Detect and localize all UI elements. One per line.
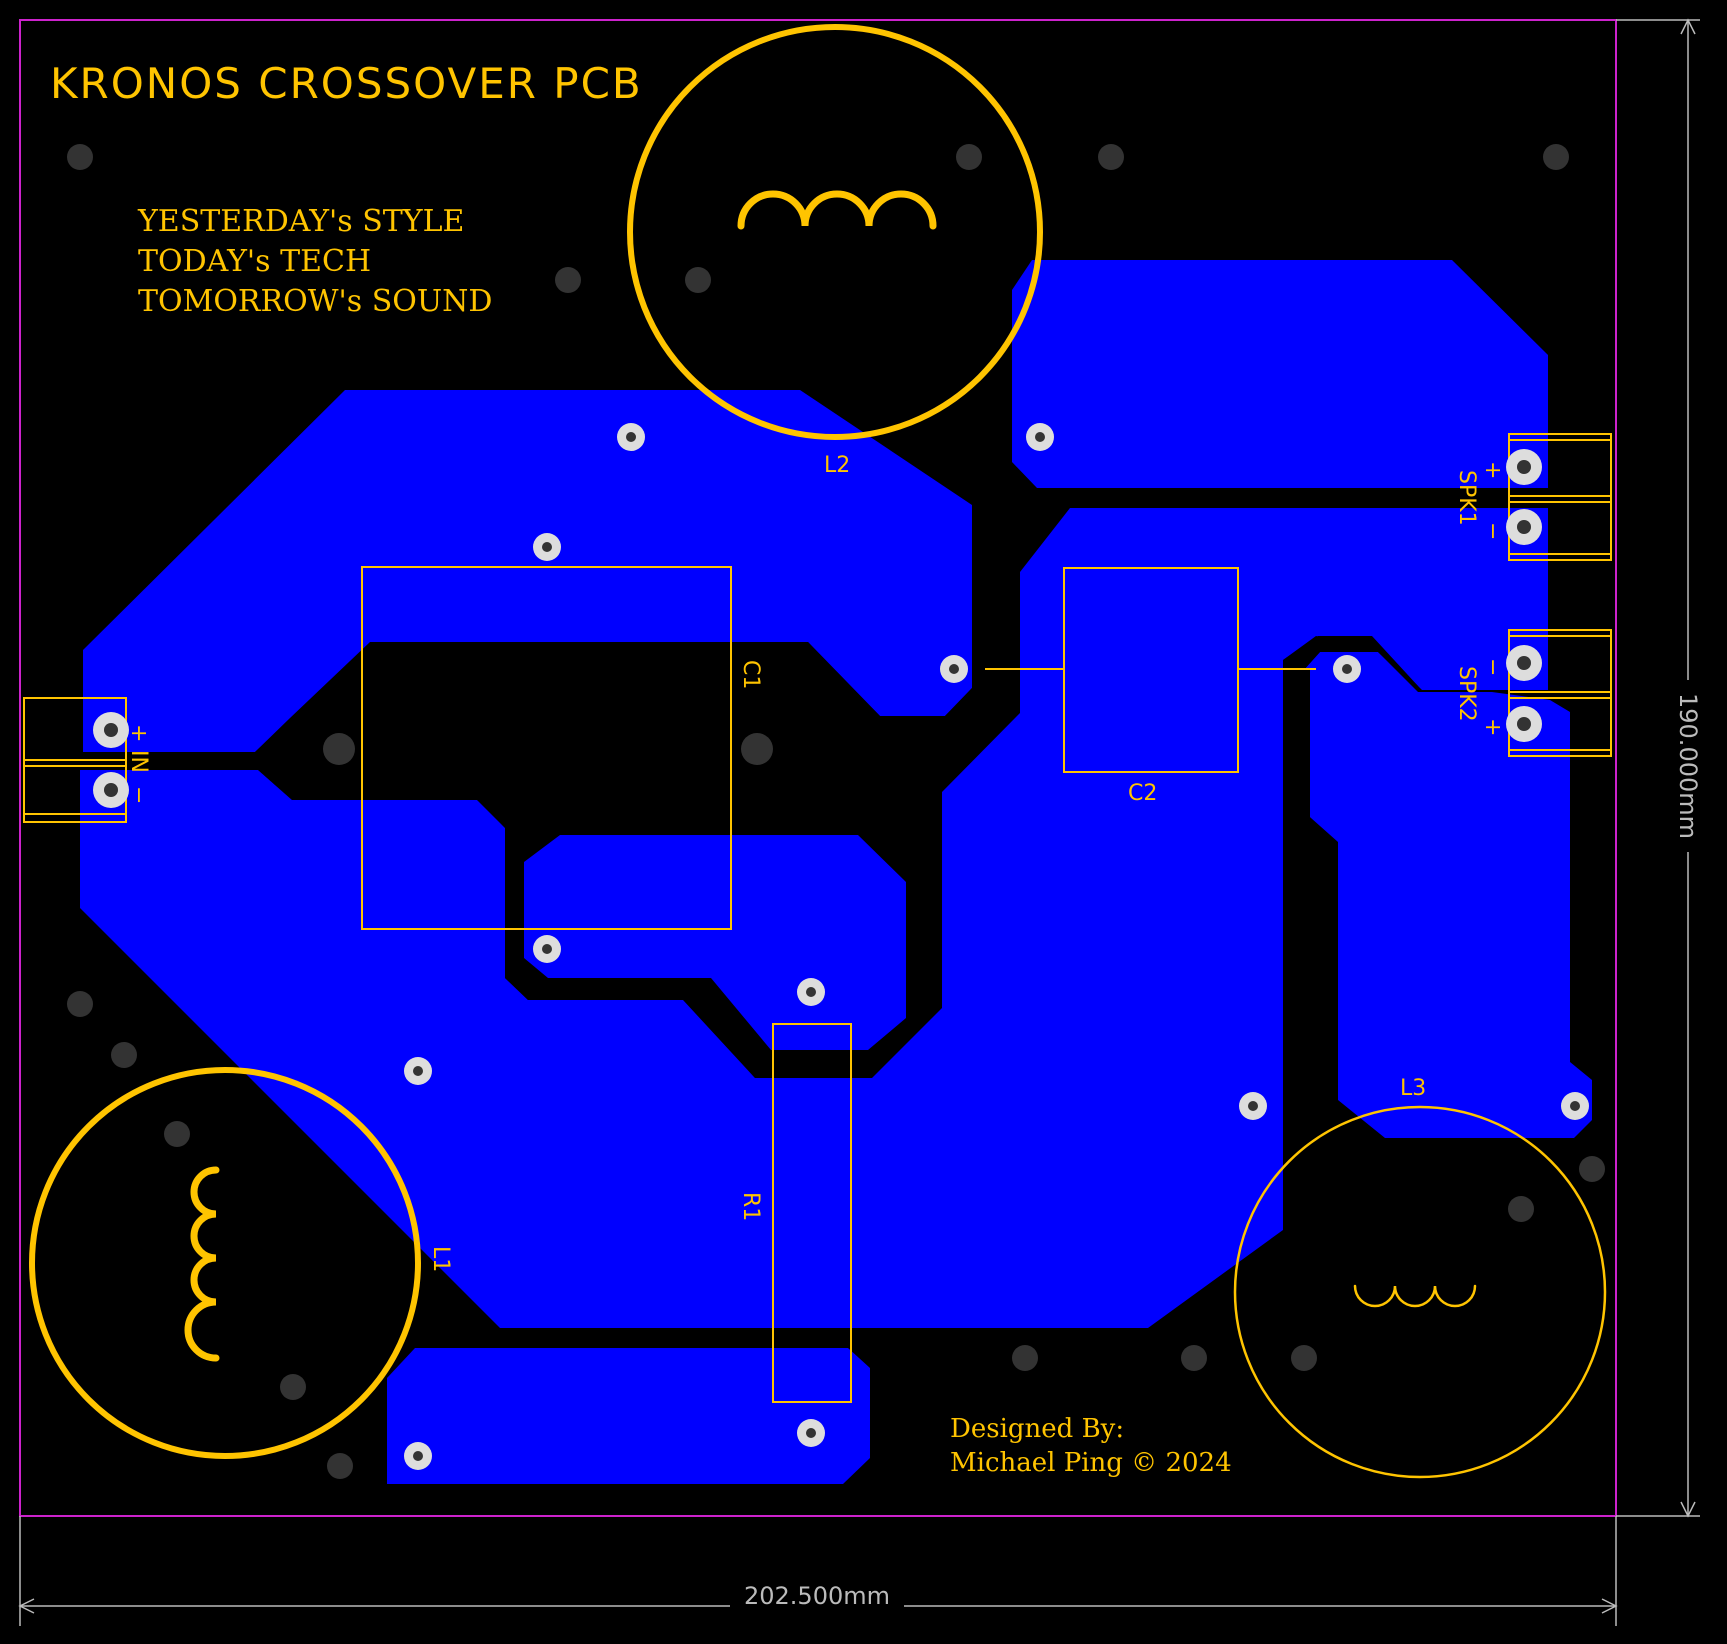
spk1-terminal	[1508, 433, 1612, 561]
hole	[555, 267, 581, 293]
hole	[741, 733, 773, 765]
spk1-plus-label: +	[1480, 461, 1505, 479]
spk2-terminal	[1508, 629, 1612, 757]
arrow-down-icon	[1680, 1501, 1696, 1518]
spk2-plus-label: +	[1480, 718, 1505, 736]
copper-pour-right	[1302, 652, 1592, 1138]
spk2-plus-pad	[1506, 706, 1542, 742]
dimension-text: 202.500mm 190.000mm	[744, 693, 1702, 1610]
inductor-symbol-icon	[184, 1166, 220, 1362]
spk2-minus-pad	[1506, 645, 1542, 681]
c2-label: C2	[1128, 781, 1157, 806]
hole	[1508, 1196, 1534, 1222]
hole	[1579, 1156, 1605, 1182]
l3-label: L3	[1400, 1076, 1426, 1101]
spk2-label: SPK2	[1454, 666, 1479, 722]
board-title: KRONOS CROSSOVER PCB	[50, 59, 643, 108]
slogan-line-1: YESTERDAY's STYLE	[137, 204, 464, 239]
hole	[67, 991, 93, 1017]
hole	[685, 267, 711, 293]
arrow-left-icon	[18, 1598, 35, 1614]
arrow-right-icon	[1601, 1598, 1618, 1614]
in-plus-pad	[93, 712, 129, 748]
silk-outlines	[361, 566, 1316, 1403]
copper-pour-top-right	[1012, 260, 1548, 488]
pad	[797, 1419, 825, 1447]
pad	[617, 423, 645, 451]
hole	[67, 144, 93, 170]
in-minus-label: −	[126, 786, 151, 804]
hole	[1543, 144, 1569, 170]
terminals	[23, 433, 1612, 823]
inductor-symbol-icon	[737, 190, 937, 230]
hole	[111, 1042, 137, 1068]
height-dimension: 190.000mm	[1674, 693, 1702, 839]
c1-label: C1	[738, 660, 763, 689]
terminal-pads	[93, 449, 1542, 808]
slogan-line-3: TOMORROW's SOUND	[138, 284, 492, 319]
pad	[1561, 1092, 1589, 1120]
pad	[1026, 423, 1054, 451]
arrow-up-icon	[1680, 18, 1696, 35]
pad	[1333, 655, 1361, 683]
copper-pour-center	[80, 508, 1548, 1328]
l2-footprint	[627, 24, 1043, 440]
in-plus-label: +	[126, 724, 151, 742]
holes	[67, 144, 1605, 1479]
inductor-symbol-icon	[1353, 1284, 1477, 1308]
copper-pour-r1-bottom	[387, 1348, 870, 1484]
hole	[280, 1374, 306, 1400]
spk1-minus-label: −	[1480, 522, 1505, 540]
hole	[164, 1121, 190, 1147]
l2-label: L2	[824, 453, 850, 478]
hole	[1291, 1345, 1317, 1371]
spk1-plus-pad	[1506, 449, 1542, 485]
pad	[533, 935, 561, 963]
in-minus-pad	[93, 772, 129, 808]
silk-text: KRONOS CROSSOVER PCB YESTERDAY's STYLE T…	[50, 59, 1505, 1478]
copper-pour-top-left	[83, 390, 972, 752]
slogan-line-2: TODAY's TECH	[138, 244, 371, 279]
l1-footprint	[29, 1067, 421, 1459]
pad	[1239, 1092, 1267, 1120]
hole	[327, 1453, 353, 1479]
hole	[1098, 144, 1124, 170]
pad	[404, 1442, 432, 1470]
hole	[323, 733, 355, 765]
c1-outline	[361, 566, 732, 930]
spk2-minus-label: −	[1480, 658, 1505, 676]
hole	[1012, 1345, 1038, 1371]
spk1-label: SPK1	[1454, 470, 1479, 526]
credits-line-1: Designed By:	[950, 1414, 1124, 1444]
pad	[940, 655, 968, 683]
l3-footprint	[1233, 1105, 1607, 1479]
in-label: IN	[126, 750, 151, 773]
pad	[533, 533, 561, 561]
hole	[956, 144, 982, 170]
pad	[404, 1057, 432, 1085]
r1-label: R1	[738, 1192, 763, 1221]
credits-line-2: Michael Ping © 2024	[950, 1448, 1232, 1478]
pad	[797, 978, 825, 1006]
board-outline	[19, 19, 1617, 1517]
in-terminal	[23, 697, 127, 823]
r1-outline	[772, 1023, 852, 1403]
spk1-minus-pad	[1506, 509, 1542, 545]
l1-label: L1	[428, 1246, 453, 1272]
pads	[404, 423, 1589, 1470]
width-dimension: 202.500mm	[744, 1582, 890, 1610]
hole	[1181, 1345, 1207, 1371]
dimension-lines	[18, 18, 1700, 1626]
